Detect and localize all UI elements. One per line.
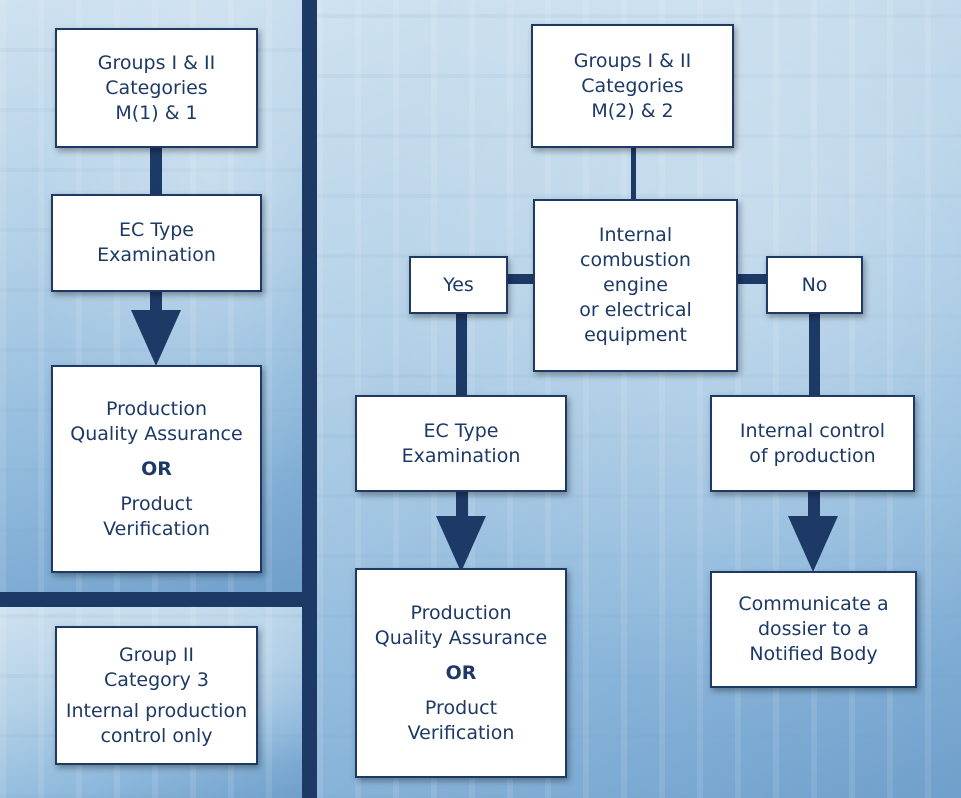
- no-horizontal-connector: [736, 274, 770, 284]
- left-ec-type-text: EC Type Examination: [97, 219, 216, 266]
- right-yes-arrow-head: [436, 516, 486, 572]
- right-yes-arrow-shaft: [456, 490, 468, 520]
- left-pqa-box: Production Quality Assurance OR Product …: [51, 365, 262, 573]
- left-arrow-shaft: [150, 290, 162, 312]
- right-ec-type-text: EC Type Examination: [401, 419, 521, 467]
- left-connector-line: [150, 146, 162, 196]
- left-category3-line1: Group II Category 3: [104, 643, 209, 691]
- no-vertical-connector: [809, 312, 820, 398]
- right-start-connector: [631, 146, 636, 201]
- right-start-box: Groups I & II Categories M(2) & 2: [531, 24, 734, 148]
- no-label: No: [801, 273, 828, 296]
- right-start-text: Groups I & II Categories M(2) & 2: [573, 49, 692, 122]
- no-label-box: No: [766, 256, 863, 314]
- decision-text: Internal combustion engine or electrical…: [579, 224, 692, 346]
- right-no-arrow-head: [788, 516, 838, 572]
- dossier-box: Communicate a dossier to a Notified Body: [710, 571, 917, 688]
- internal-control-text: Internal control of production: [739, 419, 886, 467]
- left-start-box: Groups I & II Categories M(1) & 1: [55, 28, 258, 148]
- yes-label: Yes: [443, 273, 474, 296]
- left-pqa-line1: Production Quality Assurance: [70, 397, 243, 445]
- dossier-text: Communicate a dossier to a Notified Body: [738, 593, 889, 665]
- yes-horizontal-connector: [506, 274, 538, 284]
- left-category3-line2: Internal production control only: [65, 699, 248, 747]
- right-pqa-line1: Production Quality Assurance: [374, 601, 548, 649]
- yes-vertical-connector: [456, 312, 467, 398]
- left-arrow-head: [131, 310, 181, 366]
- right-pqa-box: Production Quality Assurance OR Product …: [355, 568, 567, 778]
- right-pqa-line2: Product Verification: [407, 696, 515, 744]
- internal-control-box: Internal control of production: [710, 395, 915, 492]
- decision-box: Internal combustion engine or electrical…: [533, 199, 738, 372]
- right-ec-type-box: EC Type Examination: [355, 395, 567, 492]
- left-category3-box: Group II Category 3 Internal production …: [55, 626, 258, 765]
- left-start-text: Groups I & II Categories M(1) & 1: [97, 51, 216, 124]
- right-pqa-or: OR: [445, 661, 477, 684]
- left-ec-type-box: EC Type Examination: [51, 194, 262, 292]
- yes-label-box: Yes: [409, 256, 508, 314]
- right-no-arrow-shaft: [808, 490, 820, 520]
- left-pqa-or: OR: [141, 457, 172, 480]
- left-pqa-line2: Product Verification: [103, 492, 210, 540]
